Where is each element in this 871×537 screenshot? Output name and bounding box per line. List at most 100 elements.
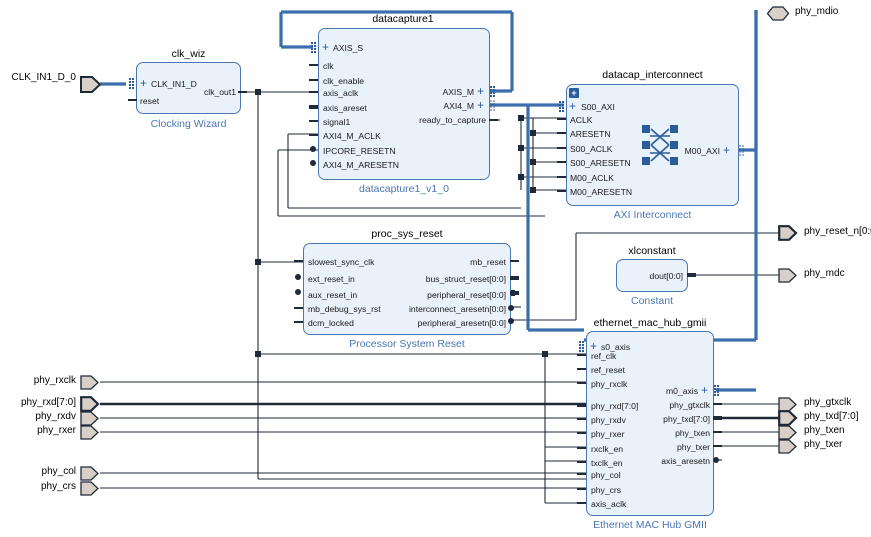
block-ethernet-mac-hub-gmii[interactable] bbox=[586, 331, 714, 516]
pin-stub-psr-aux-reset-in bbox=[295, 289, 301, 295]
port-label-phy-reset-n: phy_reset_n[0:0] bbox=[804, 226, 871, 237]
port-phy-gtxclk[interactable] bbox=[778, 397, 798, 412]
port-label-phy-txen: phy_txen bbox=[804, 425, 845, 436]
bus-connector-clk-in1-d[interactable] bbox=[129, 78, 134, 89]
pin-stub-psr-mb-debug-sys-rst bbox=[294, 307, 303, 309]
pin-stub-ready-to-capture bbox=[489, 119, 498, 121]
port-phy-crs[interactable] bbox=[80, 481, 100, 496]
pin-stub-datacapture1-axi4-m-aclk bbox=[309, 134, 318, 136]
pin-eth-phy-rxclk: phy_rxclk bbox=[591, 379, 628, 389]
block-xlconstant[interactable] bbox=[616, 259, 688, 292]
pin-stub-eth-phy-crs bbox=[577, 488, 586, 490]
pin-stub-interconnect-s00-aclk bbox=[557, 147, 566, 149]
pin-eth-phy-txen: phy_txen bbox=[675, 428, 710, 438]
pin-clk-wiz-reset: reset bbox=[140, 96, 160, 106]
port-phy-rxclk[interactable] bbox=[80, 375, 100, 390]
bus-connector-axi4-m[interactable] bbox=[490, 100, 495, 111]
pin-stub-datacapture1-axis-aclk bbox=[309, 91, 318, 93]
pin-stub-datacapture1-axi4-m-aresetn bbox=[310, 160, 316, 166]
block-title-xlconstant: xlconstant bbox=[628, 245, 676, 257]
pin-datacapture1-clk-enable: clk_enable bbox=[323, 76, 365, 86]
pin-stub-interconnect-s00-aresetn bbox=[557, 161, 566, 163]
port-phy-mdio[interactable] bbox=[766, 6, 790, 21]
pin-interconnect-m00-axi: M00_AXI bbox=[684, 146, 720, 156]
block-proc-sys-reset[interactable] bbox=[303, 243, 511, 335]
expand-icon-s0-axis[interactable]: + bbox=[590, 339, 598, 353]
port-phy-rxdv[interactable] bbox=[80, 411, 100, 426]
pin-xlconstant-dout: dout[0:0] bbox=[649, 271, 683, 281]
pin-stub-eth-phy-rxdv bbox=[577, 418, 586, 420]
bus-connector-s0-axis[interactable] bbox=[579, 341, 584, 352]
port-label-phy-rxclk: phy_rxclk bbox=[33, 375, 76, 386]
block-title-datacap-interconnect: datacap_interconnect bbox=[602, 69, 703, 81]
pin-stub-psr-mb-reset bbox=[510, 260, 519, 262]
pin-stub-eth-phy-gtxclk bbox=[713, 403, 722, 405]
pin-datacapture1-ready-to-capture: ready_to_capture bbox=[419, 115, 486, 125]
pin-clk-wiz-clk-in1-d: CLK_IN1_D bbox=[151, 79, 197, 89]
expand-icon-axis-m[interactable]: + bbox=[477, 84, 485, 98]
port-label-phy-rxd: phy_rxd[7:0] bbox=[20, 397, 76, 408]
port-phy-mdc[interactable] bbox=[778, 268, 798, 283]
port-label-phy-mdio: phy_mdio bbox=[795, 6, 839, 17]
port-phy-rxer[interactable] bbox=[80, 425, 100, 440]
port-clk-in1-d-0[interactable] bbox=[80, 76, 102, 93]
pin-eth-m0-axis: m0_axis bbox=[666, 386, 698, 396]
port-phy-rxd[interactable] bbox=[80, 396, 100, 412]
bus-connector-axis-m[interactable] bbox=[490, 86, 495, 97]
block-datacapture1[interactable] bbox=[318, 28, 490, 180]
port-phy-txen[interactable] bbox=[778, 425, 798, 440]
pin-psr-aux-reset-in: aux_reset_in bbox=[308, 290, 358, 300]
pin-psr-peripheral-reset: peripheral_reset[0:0] bbox=[427, 290, 506, 300]
pin-eth-axis-aresetn: axis_aresetn bbox=[661, 456, 710, 466]
pin-stub-eth-txclk-en bbox=[577, 461, 586, 463]
pin-stub-eth-axis-aclk bbox=[577, 502, 586, 504]
pin-psr-mb-debug-sys-rst: mb_debug_sys_rst bbox=[308, 304, 381, 314]
pin-stub-datacapture1-clk-enable bbox=[309, 79, 318, 81]
bus-connector-m0-axis[interactable] bbox=[714, 385, 719, 396]
port-phy-col[interactable] bbox=[80, 466, 100, 481]
block-clk-wiz[interactable] bbox=[136, 62, 241, 114]
pin-eth-ref-clk: ref_clk bbox=[591, 351, 617, 361]
port-phy-txer[interactable] bbox=[778, 439, 798, 454]
port-label-phy-txer: phy_txer bbox=[804, 439, 843, 450]
pin-stub-eth-phy-rxclk bbox=[577, 382, 586, 384]
expand-icon-s00-axi[interactable]: + bbox=[569, 99, 577, 113]
pin-interconnect-s00-aclk: S00_ACLK bbox=[570, 144, 613, 154]
expand-icon-axi4-m[interactable]: + bbox=[477, 98, 485, 112]
pin-stub-eth-rxclk-en bbox=[577, 447, 586, 449]
bus-connector-s00-axi[interactable] bbox=[559, 101, 564, 112]
expand-icon-axis-s[interactable]: + bbox=[322, 40, 330, 54]
bus-connector-axis-s[interactable] bbox=[311, 42, 316, 53]
expand-all-icon-interconnect[interactable]: + bbox=[569, 88, 579, 98]
block-subtitle-xlconstant: Constant bbox=[630, 295, 674, 307]
port-label-phy-mdc: phy_mdc bbox=[804, 268, 845, 279]
block-subtitle-datacapture1: datacapture1_v1_0 bbox=[359, 183, 449, 195]
expand-icon-m0-axis[interactable]: + bbox=[701, 383, 709, 397]
pin-interconnect-aclk: ACLK bbox=[570, 115, 593, 125]
pin-eth-s0-axis: s0_axis bbox=[601, 342, 631, 352]
bus-connector-m00-axi[interactable] bbox=[739, 145, 744, 156]
port-phy-txd[interactable] bbox=[778, 410, 798, 426]
pin-stub-clk-wiz-reset bbox=[128, 99, 137, 101]
block-subtitle-clk-wiz: Clocking Wizard bbox=[150, 118, 227, 130]
block-datacap-interconnect[interactable] bbox=[566, 84, 739, 206]
expand-icon-clk-in1-d[interactable]: + bbox=[140, 76, 148, 90]
crossbar-icon bbox=[642, 125, 678, 165]
expand-icon-m00-axi[interactable]: + bbox=[723, 143, 731, 157]
port-phy-reset-n[interactable] bbox=[778, 225, 798, 241]
pin-clk-wiz-clk-out1: clk_out1 bbox=[203, 87, 236, 97]
pin-eth-phy-crs: phy_crs bbox=[591, 485, 622, 495]
pin-eth-phy-txer: phy_txer bbox=[677, 442, 710, 452]
pin-datacapture1-axis-areset: axis_areset bbox=[323, 103, 367, 113]
pin-stub-eth-phy-txer bbox=[713, 445, 722, 447]
pin-eth-phy-col: phy_col bbox=[591, 470, 621, 480]
pin-eth-phy-rxdv: phy_rxdv bbox=[591, 415, 626, 425]
pin-eth-axis-aclk: axis_aclk bbox=[591, 499, 627, 509]
pin-stub-interconnect-aresetn bbox=[557, 132, 566, 134]
pin-interconnect-s00-aresetn: S00_ARESETN bbox=[570, 158, 631, 168]
pin-interconnect-s00-axi: S00_AXI bbox=[581, 102, 615, 112]
block-subtitle-proc-sys-reset: Processor System Reset bbox=[349, 338, 465, 350]
pin-datacapture1-clk: clk bbox=[323, 61, 334, 71]
